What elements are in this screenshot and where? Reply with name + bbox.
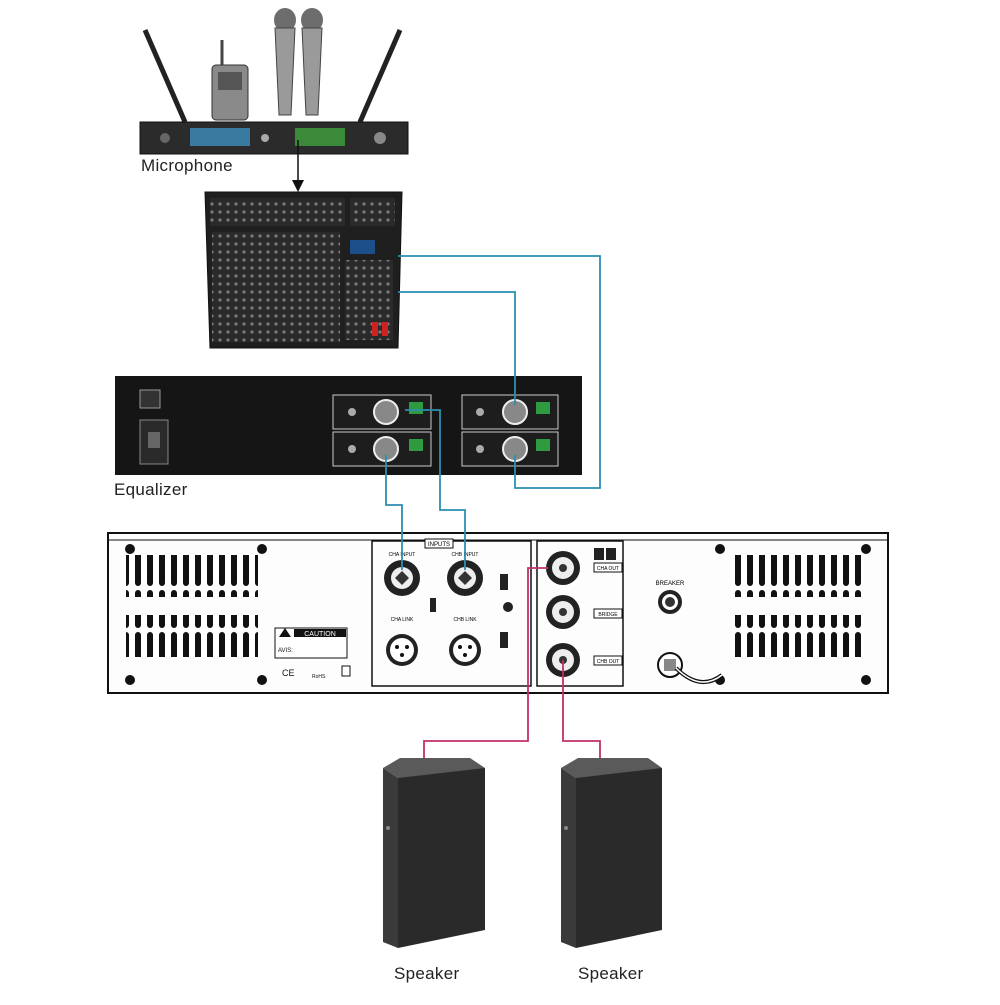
caution-label: CAUTION AVIS: CE RoHS (274, 627, 351, 680)
cha-link-label: CHA LINK (391, 617, 414, 623)
antenna-right (357, 29, 403, 123)
equalizer-input-a (332, 394, 432, 430)
cha-out-label: CHA OUT (597, 566, 619, 572)
equalizer-label: Equalizer (114, 480, 188, 499)
power-amplifier: CAUTION AVIS: CE RoHS INPUTS CHA INPUT C… (107, 532, 889, 694)
bodypack-transmitter (211, 40, 249, 121)
eq-to-amp-cable-2 (405, 409, 466, 570)
breaker-button (658, 590, 682, 614)
speaker-left (383, 758, 485, 948)
speaker-right-label: Speaker (578, 964, 644, 983)
caution-text: CAUTION (304, 631, 336, 638)
avis-text: AVIS: (278, 648, 293, 654)
equalizer-input-b (332, 431, 432, 467)
vent-grille-right (732, 555, 864, 597)
handheld-microphone-2 (301, 8, 323, 116)
rohs-mark: RoHS (312, 674, 326, 680)
chb-link-label: CHB LINK (453, 617, 477, 623)
power-inlet (657, 652, 724, 684)
bridge-speakon-output (546, 595, 580, 629)
mixer-to-eq-cable-2 (398, 291, 516, 405)
cha-input-jack (384, 560, 420, 596)
chb-link-jack (449, 634, 481, 666)
antenna-left (142, 29, 188, 123)
equalizer-output-b (461, 431, 559, 467)
cha-link-jack (386, 634, 418, 666)
microphone-label: Microphone (141, 156, 233, 175)
ce-mark: CE (282, 668, 295, 678)
amp-to-right-speaker-cable (562, 660, 601, 760)
weee-icon (341, 665, 351, 677)
vent-grille-left (126, 555, 258, 597)
mixer-to-eq-cable-1 (398, 255, 601, 489)
chb-input-jack (447, 560, 483, 596)
speaker-cables (423, 567, 601, 760)
speaker-right (561, 758, 662, 948)
equalizer-unit (115, 376, 582, 475)
chb-out-label: CHB OUT (597, 659, 620, 665)
handheld-microphone-1 (274, 8, 296, 116)
eq-to-amp-cable-1 (385, 455, 403, 570)
speaker-left-label: Speaker (394, 964, 460, 983)
equalizer-output-a (461, 394, 559, 430)
cha-speakon-output (546, 551, 580, 585)
bridge-label: BRIDGE (598, 612, 618, 618)
inputs-label: INPUTS (428, 542, 450, 548)
breaker-label: BREAKER (656, 581, 685, 587)
signal-cables (385, 255, 601, 570)
audio-mixer (204, 191, 403, 349)
wireless-microphone-receiver (139, 8, 409, 155)
amp-to-left-speaker-cable (423, 567, 548, 760)
